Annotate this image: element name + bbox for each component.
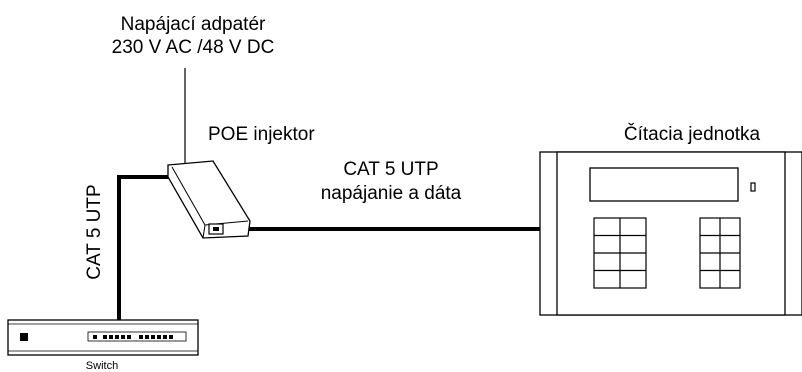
cat5-cable-left [117, 175, 170, 320]
cable-right-label-line1: CAT 5 UTP [343, 159, 438, 180]
switch-power-icon [20, 333, 28, 341]
poe-injector-device [167, 160, 251, 239]
switch-ports [93, 335, 173, 339]
switch-device [7, 319, 199, 356]
switch-label: Switch [86, 360, 118, 372]
switch-port-panel [87, 331, 187, 342]
poe-injector-label: POE injektor [208, 124, 315, 145]
left-keypad [593, 217, 647, 289]
reader-display [589, 167, 739, 202]
reader-unit-device [539, 151, 802, 316]
reader-unit-label: Čítacia jednotka [624, 123, 761, 145]
led-indicator-icon [750, 182, 756, 192]
adapter-label-line1: Napájací adpatér [121, 14, 266, 35]
cable-right-label-line2: napájanie a dáta [321, 183, 462, 204]
right-keypad [699, 217, 741, 289]
cable-left-label: CAT 5 UTP [84, 184, 105, 279]
adapter-label-line2: 230 V AC /48 V DC [112, 37, 275, 58]
